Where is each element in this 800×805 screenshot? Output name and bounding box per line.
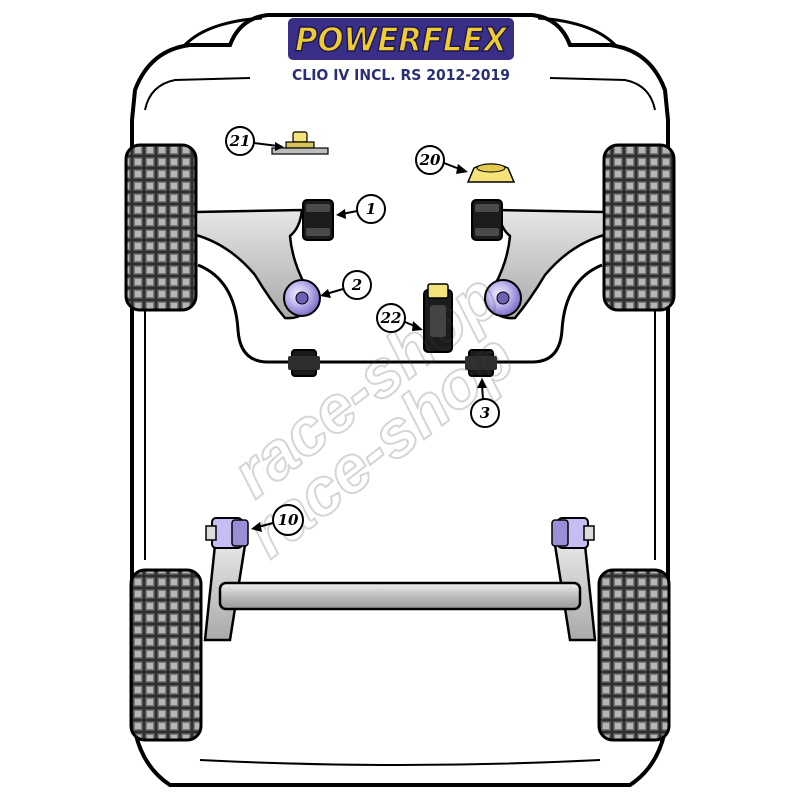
callout-10: 10 xyxy=(251,504,304,536)
svg-text:20: 20 xyxy=(419,151,441,169)
windshield-right xyxy=(537,16,619,49)
inner-line-right xyxy=(549,77,656,111)
callout-3: 3 xyxy=(470,378,500,428)
callout-21: 21 xyxy=(225,126,284,156)
tyre-front-right xyxy=(602,143,676,312)
tyre-rear-left xyxy=(129,568,203,742)
tyre-front-left xyxy=(124,143,198,312)
svg-text:10: 10 xyxy=(278,511,299,529)
svg-text:1: 1 xyxy=(366,200,376,218)
rear-beam xyxy=(218,581,582,611)
svg-text:2: 2 xyxy=(351,276,362,294)
callout-2: 2 xyxy=(320,270,372,300)
callout-20: 20 xyxy=(415,145,468,175)
callout-1: 1 xyxy=(336,194,386,224)
rear-beam-bush-right xyxy=(551,517,595,549)
svg-text:3: 3 xyxy=(480,404,490,422)
engine-mount-part xyxy=(423,283,453,353)
rear-beam-bush-left xyxy=(205,517,249,549)
strut-top-part xyxy=(466,163,516,183)
tyre-rear-right xyxy=(597,568,671,742)
anti-roll-bar xyxy=(197,263,603,364)
rear-bush-left xyxy=(283,279,321,317)
logo-text: POWERFLEX xyxy=(295,20,508,59)
front-bush-right xyxy=(471,199,503,241)
model-text: CLIO IV INCL. RS 2012-2019 xyxy=(292,66,510,84)
svg-text:22: 22 xyxy=(380,309,402,327)
svg-text:21: 21 xyxy=(229,132,251,150)
callout-22: 22 xyxy=(376,303,423,333)
brand-logo: POWERFLEX xyxy=(288,18,514,60)
front-bush-left xyxy=(302,199,334,241)
rear-body-line xyxy=(199,759,601,766)
arb-bush-left xyxy=(288,349,320,377)
rear-bush-right xyxy=(484,279,522,317)
arb-bush-right xyxy=(465,349,497,377)
windshield-left xyxy=(181,16,263,49)
inner-line-left xyxy=(144,77,251,111)
top-mount-part xyxy=(271,131,329,155)
